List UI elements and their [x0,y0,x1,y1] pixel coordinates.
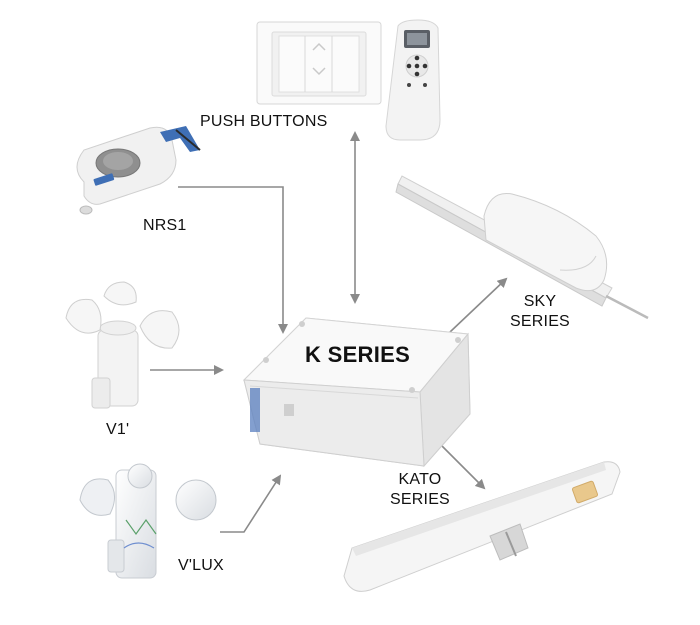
arrow-k-series-kato [435,439,486,490]
sky-series-label-line1: SKY [523,293,557,310]
vlux-sensor-image [79,463,217,579]
v1-label: V1' [106,421,130,438]
arrow-nrs1-k-series [178,186,288,334]
nrs1-sensor-image [76,126,201,215]
push-button-plate-image [256,21,382,105]
v1-anemometer-image [65,281,180,409]
k-series-label: K SERIES [305,342,411,367]
kato-series-label-line2: SERIES [390,491,450,508]
arrow-vlux-k-series [220,474,282,533]
vlux-label: V'LUX [178,557,224,574]
push-buttons-label: PUSH BUTTONS [200,113,328,130]
arrows [150,131,508,533]
kato-series-label: KATO SERIES [380,470,460,510]
arrow-k-series-sky [449,277,508,333]
sky-series-label-line2: SERIES [510,313,570,330]
k-series-enclosure-image [242,317,471,468]
remote-control-image [385,19,441,141]
sky-actuator-image [395,175,649,320]
nrs1-label: NRS1 [143,217,187,234]
sky-series-label: SKY SERIES [500,292,580,332]
kato-actuator-image [343,461,621,592]
kato-series-label-line1: KATO [398,471,442,488]
